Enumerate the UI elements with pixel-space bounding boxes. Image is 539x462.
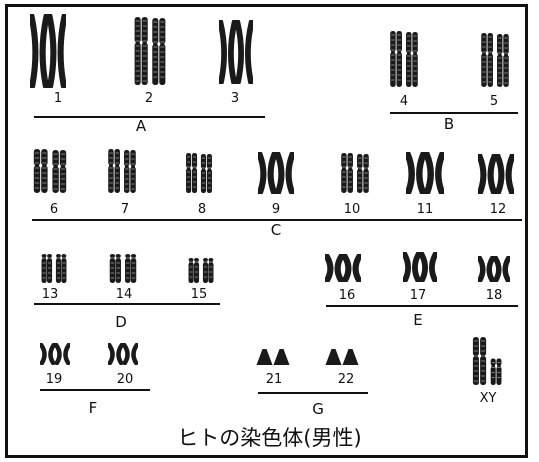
chromosome-number-10: 10 bbox=[343, 202, 361, 217]
chromosome-pair-8 bbox=[183, 152, 215, 194]
chromosome-number-13: 13 bbox=[41, 287, 59, 302]
group-line-b bbox=[390, 112, 518, 114]
figure-frame bbox=[5, 4, 528, 458]
chromosome-pair-9 bbox=[256, 150, 296, 196]
chromosome-pair-11 bbox=[404, 150, 446, 196]
chromosome-number-20: 20 bbox=[116, 372, 134, 387]
chromosome-number-17: 17 bbox=[409, 288, 427, 303]
chromosome-pair-13 bbox=[38, 250, 70, 284]
chromosome-number-16: 16 bbox=[338, 288, 356, 303]
chromosome-number-xy: XY bbox=[479, 391, 497, 406]
chromosome-pair-6 bbox=[30, 148, 70, 194]
chromosome-pair-20 bbox=[106, 342, 140, 366]
chromosome-number-1: 1 bbox=[53, 91, 63, 106]
chromosome-number-9: 9 bbox=[271, 202, 281, 217]
chromosome-number-2: 2 bbox=[144, 91, 154, 106]
chromosome-number-6: 6 bbox=[49, 202, 59, 217]
chromosome-number-11: 11 bbox=[416, 202, 434, 217]
chromosome-pair-4 bbox=[387, 30, 421, 88]
chromosome-number-22: 22 bbox=[337, 372, 355, 387]
chromosome-number-5: 5 bbox=[489, 94, 499, 109]
chromosome-number-19: 19 bbox=[45, 372, 63, 387]
group-label-a: A bbox=[135, 117, 147, 135]
chromosome-pair-22 bbox=[325, 346, 359, 366]
chromosome-number-21: 21 bbox=[265, 372, 283, 387]
chromosome-number-7: 7 bbox=[120, 202, 130, 217]
chromosome-pair-14 bbox=[106, 250, 140, 284]
chromosome-pair-18 bbox=[476, 255, 512, 283]
figure-caption: ヒトの染色体(男性) bbox=[177, 426, 362, 450]
chromosome-pair-5 bbox=[478, 32, 512, 88]
chromosome-pair-xy bbox=[468, 336, 504, 386]
group-line-d bbox=[34, 303, 220, 305]
group-line-c bbox=[32, 219, 522, 221]
chromosome-pair-3 bbox=[217, 19, 255, 85]
group-label-b: B bbox=[443, 115, 455, 133]
group-line-e bbox=[326, 305, 518, 307]
group-label-d: D bbox=[115, 313, 127, 331]
chromosome-number-18: 18 bbox=[485, 288, 503, 303]
chromosome-pair-12 bbox=[476, 152, 516, 196]
chromosome-number-3: 3 bbox=[230, 91, 240, 106]
chromosome-pair-17 bbox=[401, 251, 439, 283]
group-line-a bbox=[34, 116, 265, 118]
chromosome-pair-19 bbox=[38, 342, 72, 366]
chromosome-number-14: 14 bbox=[115, 287, 133, 302]
chromosome-pair-1 bbox=[28, 12, 68, 90]
group-line-g bbox=[258, 392, 368, 394]
group-label-g: G bbox=[312, 400, 324, 418]
chromosome-number-8: 8 bbox=[197, 202, 207, 217]
group-label-c: C bbox=[270, 221, 282, 239]
chromosome-number-4: 4 bbox=[399, 94, 409, 109]
chromosome-pair-7 bbox=[105, 148, 139, 194]
chromosome-number-15: 15 bbox=[190, 287, 208, 302]
chromosome-number-12: 12 bbox=[489, 202, 507, 217]
group-line-f bbox=[40, 389, 150, 391]
chromosome-pair-21 bbox=[256, 346, 290, 366]
group-label-f: F bbox=[88, 399, 98, 417]
group-label-e: E bbox=[413, 311, 423, 329]
chromosome-pair-2 bbox=[131, 16, 169, 86]
chromosome-pair-10 bbox=[338, 152, 372, 194]
chromosome-pair-15 bbox=[185, 254, 217, 284]
chromosome-pair-16 bbox=[323, 252, 363, 284]
